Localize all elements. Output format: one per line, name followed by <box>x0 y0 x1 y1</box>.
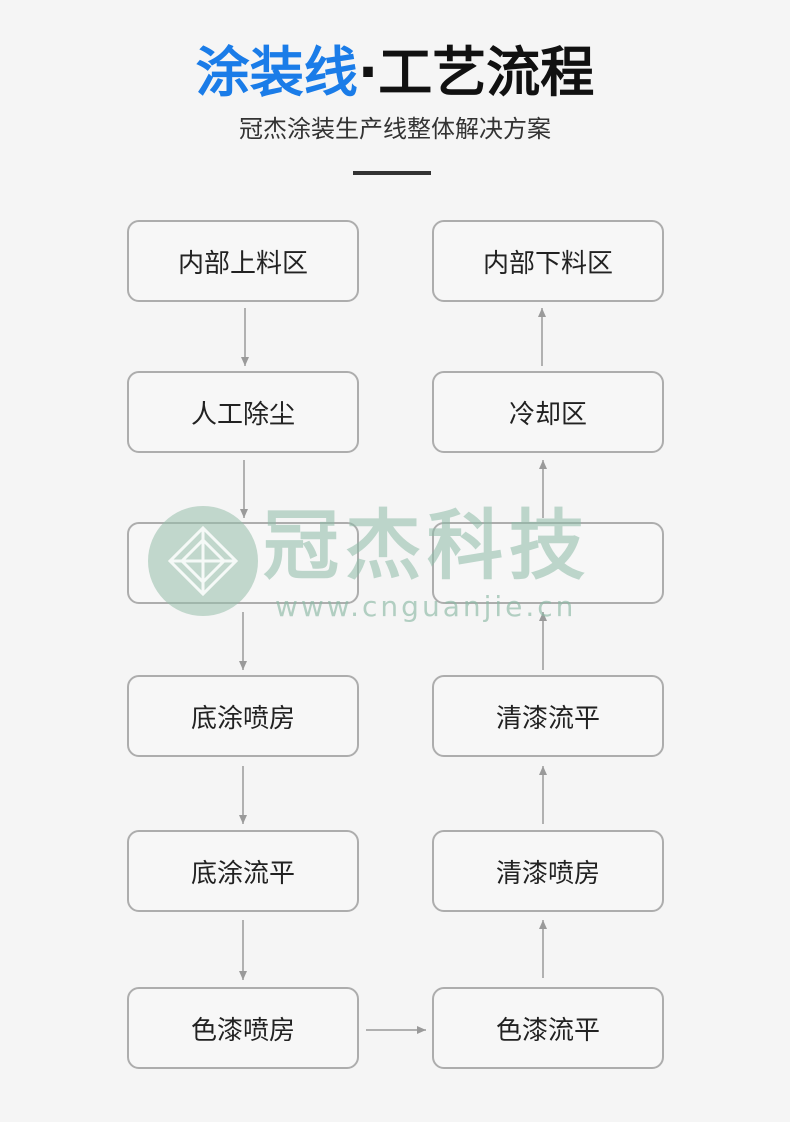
step-right-5: 清漆喷房 <box>432 830 664 912</box>
title-dot: · <box>357 41 379 104</box>
page-title: 涂装线·工艺流程 <box>0 38 790 108</box>
step-label: 人工除尘 <box>190 399 295 430</box>
step-label: 冷却区 <box>508 399 587 430</box>
step-label: 内部下料区 <box>482 248 613 279</box>
page-subtitle: 冠杰涂装生产线整体解决方案 <box>239 115 551 143</box>
step-label: 色漆喷房 <box>190 1015 295 1046</box>
step-left-4: 底涂喷房 <box>127 675 359 757</box>
title-main: 工艺流程 <box>378 41 595 104</box>
step-label: 清漆流平 <box>495 703 600 734</box>
step-left-1: 内部上料区 <box>127 220 359 302</box>
step-right-3 <box>432 522 664 604</box>
step-right-6: 色漆流平 <box>432 987 664 1069</box>
title-divider <box>353 171 431 175</box>
step-left-2: 人工除尘 <box>127 371 359 453</box>
step-left-5: 底涂流平 <box>127 830 359 912</box>
step-label: 色漆流平 <box>495 1015 600 1046</box>
title-accent: 涂装线 <box>195 41 358 104</box>
step-label: 底涂流平 <box>190 858 295 889</box>
step-right-4: 清漆流平 <box>432 675 664 757</box>
step-label: 内部上料区 <box>177 248 308 279</box>
step-label: 清漆喷房 <box>495 858 600 889</box>
step-right-1: 内部下料区 <box>432 220 664 302</box>
step-right-2: 冷却区 <box>432 371 664 453</box>
step-left-6: 色漆喷房 <box>127 987 359 1069</box>
step-label: 底涂喷房 <box>190 703 295 734</box>
step-left-3 <box>127 522 359 604</box>
